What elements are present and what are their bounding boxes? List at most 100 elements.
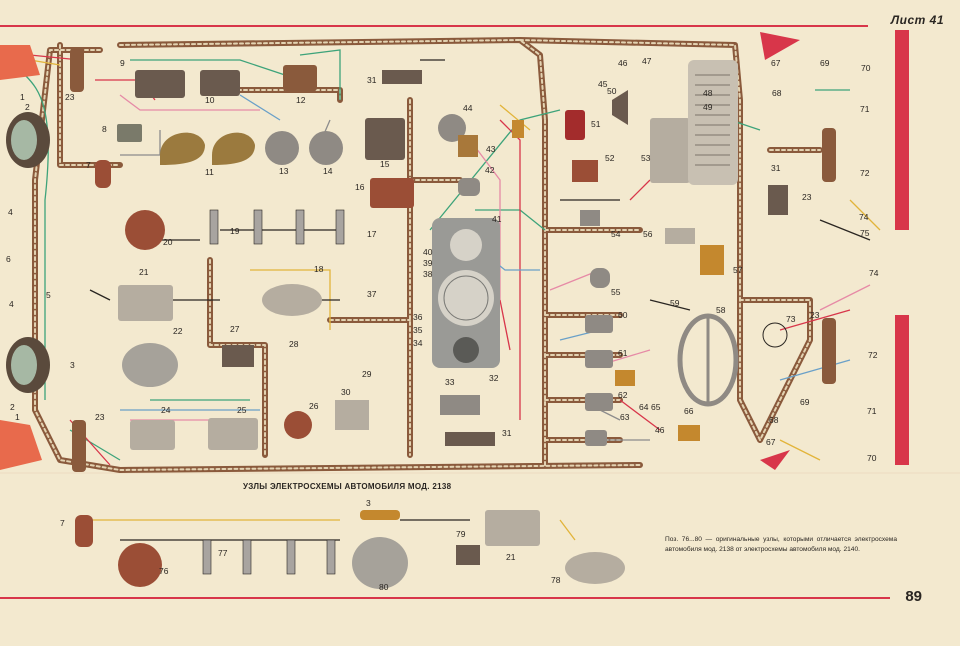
component-label-c69a: 69 <box>820 58 830 68</box>
alternator-80 <box>352 537 408 589</box>
horn-14 <box>309 131 343 165</box>
rear-lamp-right-bottom <box>895 315 909 465</box>
footnote: Поз. 76...80 — оригинальные узлы, которы… <box>665 536 897 553</box>
block-30 <box>335 400 369 430</box>
component-label-c10: 10 <box>205 95 215 105</box>
component-label-c27: 27 <box>230 324 240 334</box>
switch-62 <box>585 393 613 411</box>
component-label-c16: 16 <box>355 182 365 192</box>
component-label-c20: 20 <box>163 237 173 247</box>
page-number: 89 <box>905 588 922 605</box>
component-label-c56: 56 <box>643 229 653 239</box>
component-label-c74a: 74 <box>859 212 869 222</box>
component-label-c28: 28 <box>289 339 299 349</box>
switch-55 <box>590 268 610 288</box>
switch-60 <box>585 315 613 333</box>
component-label-c64: 64 <box>639 402 649 412</box>
component-label-c38: 38 <box>423 269 433 279</box>
component-label-c18: 18 <box>314 264 324 274</box>
component-label-c4b: 4 <box>9 299 14 309</box>
component-label-c62: 62 <box>618 390 628 400</box>
connector-66 <box>678 425 700 441</box>
component-label-c76: 76 <box>159 566 169 576</box>
component-label-c31a: 31 <box>367 75 377 85</box>
component-label-c14: 14 <box>323 166 333 176</box>
component-label-c8: 8 <box>102 124 107 134</box>
component-label-c34: 34 <box>413 338 423 348</box>
connector-block-23-bottom <box>72 420 86 472</box>
starter-18 <box>262 284 322 316</box>
component-label-c7a: 7 <box>86 160 91 170</box>
speaker-50 <box>612 90 628 125</box>
switch-31-lower <box>445 432 495 446</box>
connector-block-23-right-lower <box>822 318 836 384</box>
component-label-c59: 59 <box>670 298 680 308</box>
component-label-c72a: 72 <box>860 168 870 178</box>
section-title: УЗЛЫ ЭЛЕКТРОСХЕМЫ АВТОМОБИЛЯ МОД. 2138 <box>243 482 452 491</box>
component-label-c39: 39 <box>423 258 433 268</box>
relay-42 <box>458 178 480 196</box>
component-label-c30: 30 <box>341 387 351 397</box>
fuse-box-21-2138 <box>485 510 540 546</box>
component-label-c17: 17 <box>367 229 377 239</box>
component-label-c73: 73 <box>786 314 796 324</box>
relay-57 <box>700 245 724 275</box>
relay-12 <box>283 65 317 91</box>
component-label-c77: 77 <box>218 548 228 558</box>
gauge-bottom <box>453 337 479 363</box>
component-label-c57: 57 <box>733 265 743 275</box>
component-label-c4a: 4 <box>8 207 13 217</box>
regulator-25 <box>208 418 258 450</box>
component-label-c19: 19 <box>230 226 240 236</box>
regulator-24 <box>130 420 175 450</box>
component-label-c5: 5 <box>46 290 51 300</box>
component-label-c53: 53 <box>641 153 651 163</box>
component-label-c42: 42 <box>485 165 495 175</box>
component-label-c23a: 23 <box>65 92 75 102</box>
sheet-label: Лист 41 <box>890 13 944 27</box>
component-label-c35: 35 <box>413 325 423 335</box>
horn-13 <box>265 131 299 165</box>
component-label-c65: 65 <box>651 402 661 412</box>
component-label-c41: 41 <box>492 214 502 224</box>
sensor-3-2138 <box>360 510 400 520</box>
component-label-c58: 58 <box>716 305 726 315</box>
component-label-c2b: 2 <box>10 402 15 412</box>
component-label-c11: 11 <box>205 167 214 177</box>
fuse-box-53 <box>650 118 690 183</box>
component-label-c78: 78 <box>551 575 561 585</box>
component-label-c9: 9 <box>120 58 125 68</box>
relay-27 <box>222 345 254 367</box>
component-label-c24: 24 <box>161 405 171 415</box>
front-lamp-top <box>0 45 40 80</box>
component-label-c63: 63 <box>620 412 630 422</box>
component-label-c31c: 31 <box>771 163 781 173</box>
component-label-c12: 12 <box>296 95 306 105</box>
component-label-c67b: 67 <box>766 437 776 447</box>
coil-7-2138 <box>75 515 93 547</box>
switch-51 <box>565 110 585 140</box>
component-label-c2a: 2 <box>25 102 30 112</box>
component-label-c50: 50 <box>607 86 617 96</box>
component-label-c33: 33 <box>445 377 455 387</box>
component-label-c46a: 46 <box>618 58 628 68</box>
component-label-c15: 15 <box>380 159 390 169</box>
lamp-56 <box>665 228 695 244</box>
component-label-c79: 79 <box>456 529 466 539</box>
component-label-c67a: 67 <box>771 58 781 68</box>
sensor-43 <box>512 120 524 138</box>
switch-61 <box>585 350 613 368</box>
component-label-c36: 36 <box>413 312 423 322</box>
component-label-c23c: 23 <box>802 192 812 202</box>
component-label-c66: 66 <box>684 406 694 416</box>
relay-9 <box>135 70 185 98</box>
rear-lamp-right-top <box>895 30 909 230</box>
regulator-79 <box>456 545 480 565</box>
connector-64 <box>615 370 635 386</box>
component-label-c68a: 68 <box>772 88 782 98</box>
component-shapes <box>0 30 909 589</box>
switch-52 <box>572 160 598 182</box>
motor-54 <box>580 210 600 226</box>
